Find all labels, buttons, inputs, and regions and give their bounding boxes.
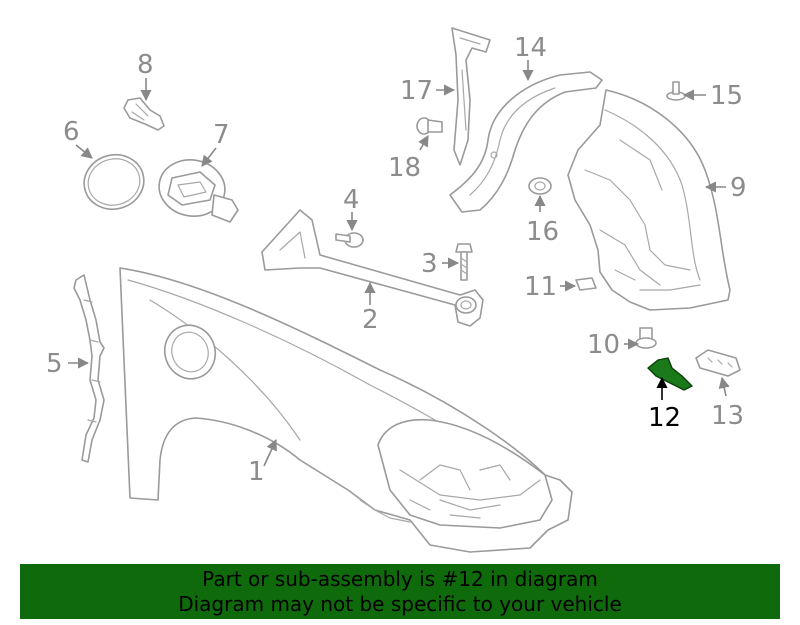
fuel-door [83,153,145,211]
fender-liner [567,89,731,311]
vertical-seal-part-17 [451,27,491,166]
front-fender-liner [449,71,603,213]
mounting-bracket-part-13 [695,349,741,377]
callout-17: 17 [400,76,433,106]
banner-line-2: Diagram may not be specific to your vehi… [178,592,622,616]
callout-10: 10 [587,330,620,360]
callout-7: 7 [213,120,230,150]
callout-1: 1 [248,457,265,487]
nut-clip-part-16 [528,177,552,195]
callout-4: 4 [343,185,360,215]
callout-14: 14 [514,33,547,63]
exploded-parts-diagram: 1 2 3 4 5 6 7 8 9 10 11 12 13 14 15 16 1… [46,27,747,553]
info-banner: Part or sub-assembly is #12 in diagram D… [20,564,780,619]
bolt-part-3 [455,243,473,281]
bracket-part-12-highlighted [647,357,693,391]
callout-16: 16 [526,217,559,247]
fuel-door-actuator [123,97,165,131]
callout-3: 3 [421,249,438,279]
callout-labels: 1 2 3 4 5 6 7 8 9 10 11 12 13 14 15 16 1… [46,33,747,487]
callout-11: 11 [524,272,557,302]
callout-8: 8 [137,50,154,80]
fuel-filler-housing [158,159,239,223]
callout-13: 13 [711,401,744,431]
callout-15: 15 [710,81,743,111]
callout-5: 5 [46,349,63,379]
fender-panel [119,267,573,553]
push-clip-part-18 [416,117,443,135]
fender-seal-strip [73,274,105,463]
callout-12: 12 [648,403,681,433]
leader-lines [68,60,730,467]
bolt-part-4 [335,232,364,248]
callout-2: 2 [362,305,379,335]
callout-6: 6 [63,117,80,147]
retainer-part-11 [575,277,597,291]
screw-part-15 [666,81,686,101]
clip-part-10 [635,327,657,349]
callout-18: 18 [388,153,421,183]
banner-line-1: Part or sub-assembly is #12 in diagram [202,567,598,591]
callout-9: 9 [730,173,747,203]
fender-bracket-arm [261,209,484,327]
